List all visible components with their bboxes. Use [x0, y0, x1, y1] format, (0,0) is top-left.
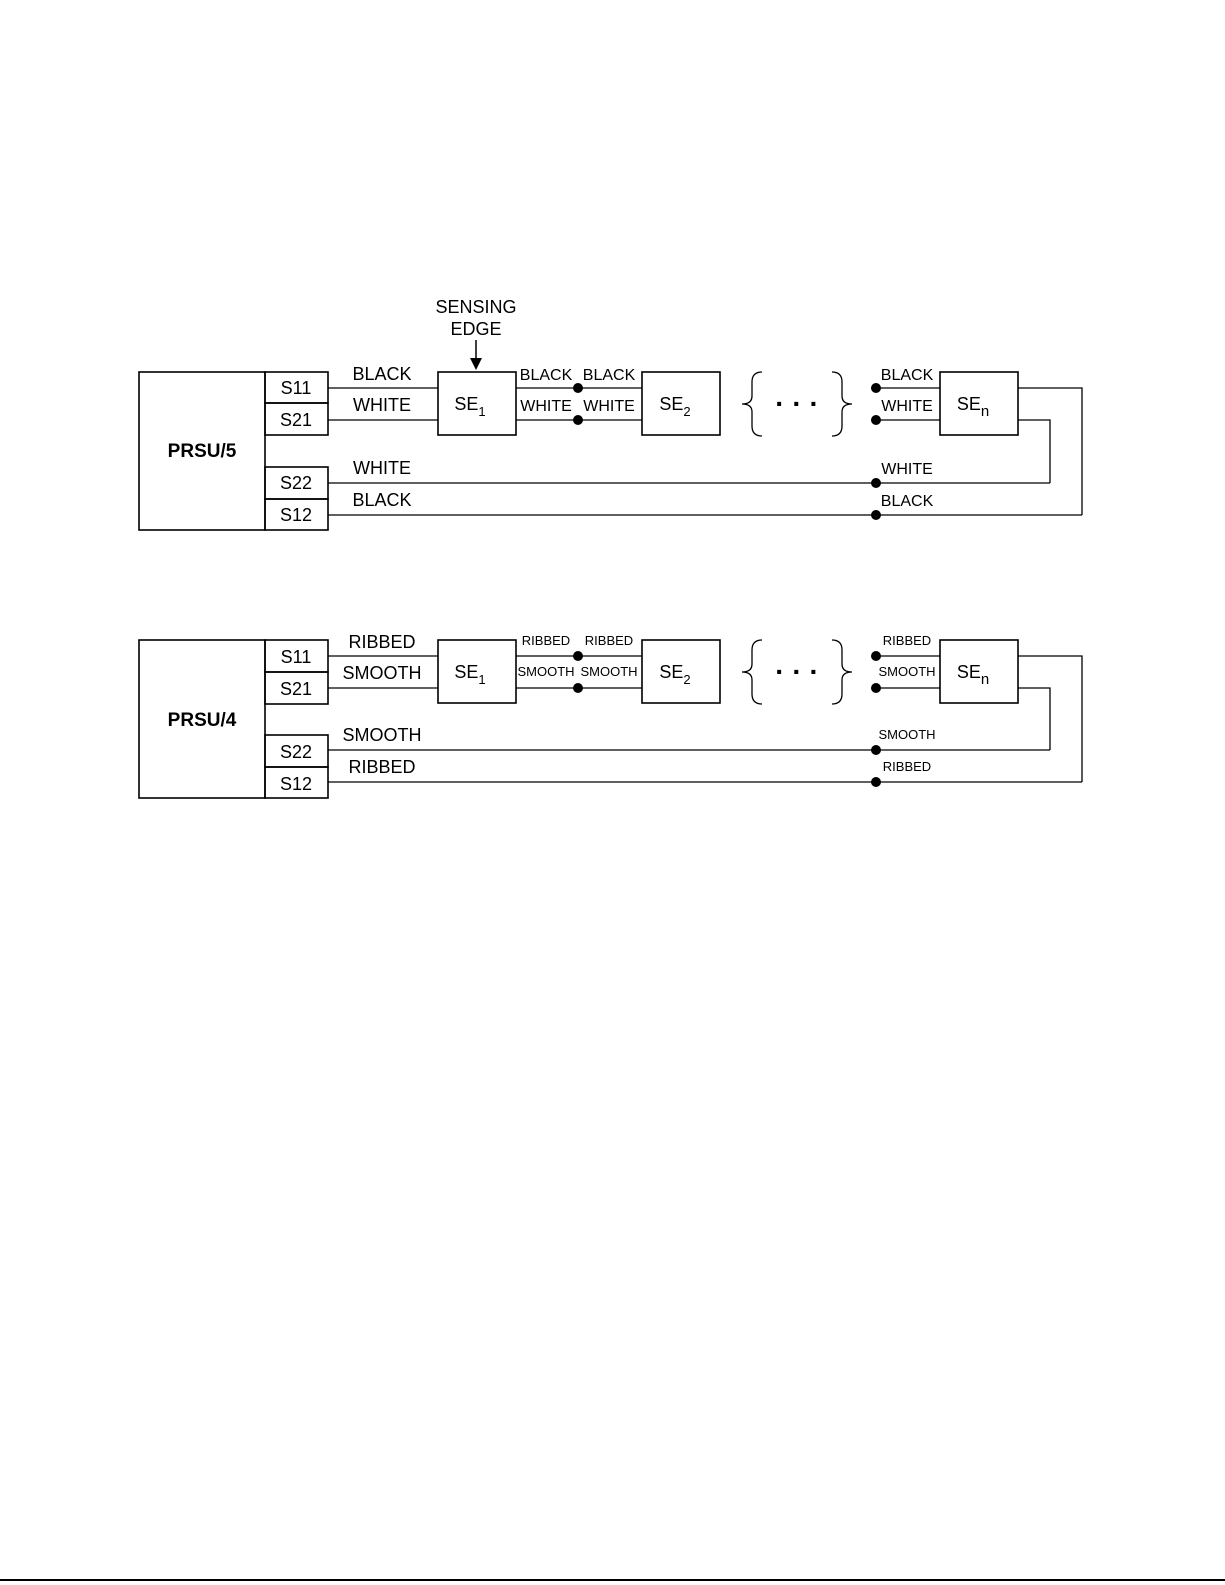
controller-label: PRSU/4	[168, 710, 237, 731]
wire-label: SMOOTH	[343, 663, 422, 683]
link-label: WHITE	[583, 398, 635, 415]
connector-dot	[871, 651, 881, 661]
terminal-label: S22	[280, 742, 312, 762]
link-label: RIBBED	[522, 633, 570, 648]
terminal-label: S11	[281, 378, 312, 398]
wire-label: WHITE	[881, 461, 933, 478]
ellipsis: · · ·	[775, 388, 819, 419]
sensing-edge-2-label: SE2	[659, 662, 690, 687]
terminal-label: S22	[280, 473, 312, 493]
sensing-edge-2-label: SE2	[659, 394, 690, 419]
left-brace-icon	[742, 640, 762, 704]
link-label: RIBBED	[883, 633, 931, 648]
wire-label: RIBBED	[883, 759, 931, 774]
terminal-label: S12	[280, 505, 312, 525]
wire-label: WHITE	[353, 395, 411, 415]
return-wire-inner	[1018, 420, 1050, 483]
link-label: BLACK	[583, 367, 636, 384]
diagram-prsu4: PRSU/4 S11 S21 S22 S12 RIBBED SMOOTH SE1…	[139, 632, 1082, 798]
sensing-edge-1-label: SE1	[454, 394, 485, 419]
terminal-label: S11	[281, 647, 312, 667]
wire-label: BLACK	[881, 493, 934, 510]
left-brace-icon	[742, 372, 762, 436]
terminal-label: S21	[280, 679, 312, 699]
wire-label: BLACK	[352, 364, 411, 384]
right-brace-icon	[832, 372, 852, 436]
sensing-edge-n-label: SEn	[957, 662, 989, 688]
link-label: WHITE	[520, 398, 572, 415]
connector-dot	[573, 383, 583, 393]
connector-dot	[871, 745, 881, 755]
sensing-label-line1: SENSING	[435, 297, 516, 317]
connector-dot	[871, 383, 881, 393]
terminal-label: S12	[280, 774, 312, 794]
wire-label: SMOOTH	[878, 727, 935, 742]
connector-dot	[871, 683, 881, 693]
terminal-label: S21	[280, 410, 312, 430]
sensing-edge-n-label: SEn	[957, 394, 989, 420]
connector-dot	[573, 415, 583, 425]
link-label: RIBBED	[585, 633, 633, 648]
link-label: SMOOTH	[580, 664, 637, 679]
wire-label: WHITE	[353, 458, 411, 478]
link-label: WHITE	[881, 398, 933, 415]
connector-dot	[573, 651, 583, 661]
sensing-label-line2: EDGE	[450, 319, 501, 339]
connector-dot	[871, 415, 881, 425]
link-label: SMOOTH	[517, 664, 574, 679]
connector-dot	[871, 777, 881, 787]
link-label: SMOOTH	[878, 664, 935, 679]
connector-dot	[871, 478, 881, 488]
controller-label: PRSU/5	[168, 441, 237, 462]
right-brace-icon	[832, 640, 852, 704]
link-label: BLACK	[881, 367, 934, 384]
link-label: BLACK	[520, 367, 573, 384]
wire-label: RIBBED	[348, 757, 415, 777]
ellipsis: · · ·	[775, 656, 819, 687]
wire-label: RIBBED	[348, 632, 415, 652]
sensing-edge-1-label: SE1	[454, 662, 485, 687]
diagram-prsu5: PRSU/5 S11 S21 S22 S12 BLACK WHITE SE1 B…	[139, 364, 1082, 530]
sensing-arrow-head	[470, 358, 482, 370]
connector-dot	[871, 510, 881, 520]
return-wire-inner	[1018, 688, 1050, 750]
wire-label: BLACK	[352, 490, 411, 510]
wire-label: SMOOTH	[343, 725, 422, 745]
connector-dot	[573, 683, 583, 693]
